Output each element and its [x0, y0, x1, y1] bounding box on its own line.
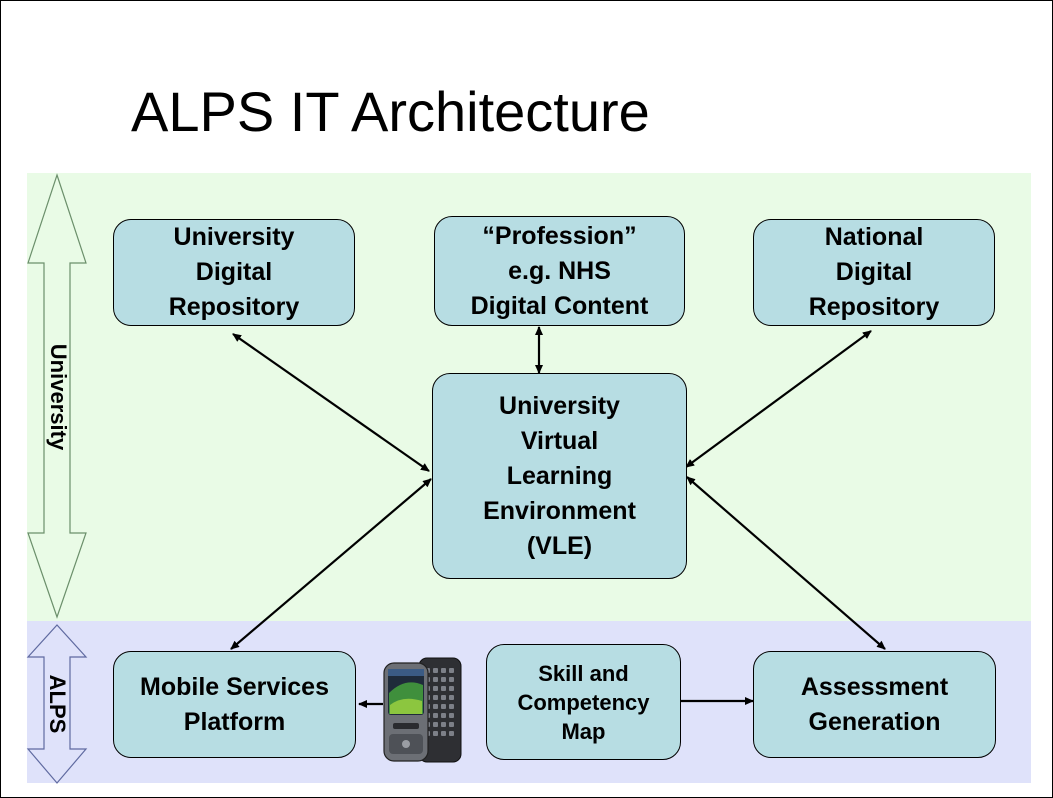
arrow-university-repo-vle — [232, 333, 430, 472]
arrow-vle-assessment — [686, 476, 886, 650]
assessment-generation-node: Assessment Generation — [753, 651, 996, 758]
arrow-vle-mobile — [230, 478, 432, 650]
skill-competency-map-node: Skill and Competency Map — [486, 644, 681, 760]
arrow-national-repo-vle — [685, 330, 872, 468]
alps-band-label: ALPS — [45, 674, 70, 734]
mobile-phone-icon — [383, 657, 462, 763]
university-span-arrow — [27, 173, 87, 619]
university-band-label: University — [46, 343, 71, 451]
vle-node: University Virtual Learning Environment … — [432, 373, 687, 579]
mobile-services-platform-node: Mobile Services Platform — [113, 651, 356, 758]
university-digital-repository-node: University Digital Repository — [113, 219, 355, 326]
profession-digital-content-node: “Profession” e.g. NHS Digital Content — [434, 216, 685, 326]
national-digital-repository-node: National Digital Repository — [753, 219, 995, 326]
alps-span-arrow — [26, 624, 88, 784]
page-title: ALPS IT Architecture — [131, 80, 650, 143]
